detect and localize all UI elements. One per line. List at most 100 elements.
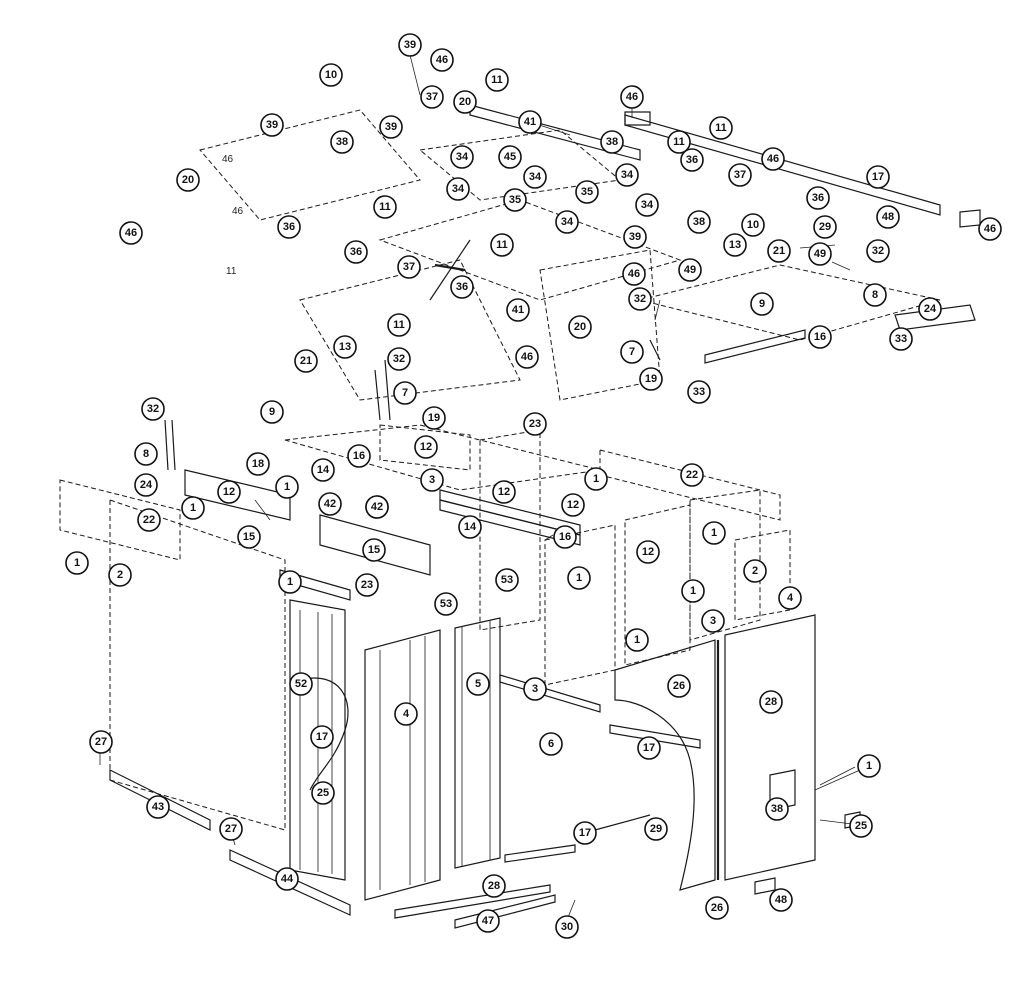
callout-circle	[625, 628, 649, 652]
callout-49: 49	[808, 242, 832, 266]
callout-20: 20	[176, 168, 200, 192]
callout-46: 46	[761, 147, 785, 171]
callout-label: 36	[283, 221, 295, 233]
callout-label: 41	[524, 116, 536, 128]
callout-circle	[430, 48, 454, 72]
callout-38: 38	[600, 130, 624, 154]
callout-11: 11	[485, 68, 509, 92]
callout-label: 47	[482, 915, 494, 927]
callout-circle	[806, 186, 830, 210]
callout-12: 12	[217, 480, 241, 504]
callout-label: 49	[814, 248, 826, 260]
callout-circle	[347, 444, 371, 468]
callout-label: 32	[147, 403, 159, 415]
callout-circle	[765, 797, 789, 821]
callout-circle	[89, 730, 113, 754]
callout-label: 46	[628, 268, 640, 280]
callout-label: 3	[429, 474, 435, 486]
callout-label: 27	[225, 823, 237, 835]
callout-label: 22	[143, 514, 155, 526]
callout-circle	[450, 275, 474, 299]
callout-label: 11	[673, 136, 685, 148]
callout-21: 21	[767, 239, 791, 263]
callout-circle	[622, 262, 646, 286]
callout-11: 11	[667, 130, 691, 154]
callout-circle	[667, 674, 691, 698]
callout-label: 34	[452, 183, 465, 195]
callout-label: 11	[393, 319, 405, 331]
callout-circle	[866, 165, 890, 189]
callout-label: 1	[287, 576, 293, 588]
callout-circle	[813, 215, 837, 239]
callout-circle	[146, 795, 170, 819]
callout-label: 36	[686, 154, 698, 166]
callout-label: 36	[456, 281, 468, 293]
callout-48: 48	[769, 888, 793, 912]
callout-circle	[702, 521, 726, 545]
callout-label: 1	[866, 760, 872, 772]
callout-7: 7	[620, 340, 644, 364]
callout-label: 39	[404, 39, 416, 51]
callout-48: 48	[876, 205, 900, 229]
callout-circle	[134, 473, 158, 497]
callout-36: 36	[277, 215, 301, 239]
callout-11: 11	[709, 116, 733, 140]
callout-circle	[176, 168, 200, 192]
callout-circle	[701, 609, 725, 633]
callout-36: 36	[450, 275, 474, 299]
callout-label: 49	[684, 264, 696, 276]
callout-label: 2	[117, 569, 123, 581]
callout-label: 34	[561, 216, 574, 228]
callout-circle	[575, 180, 599, 204]
callout-circle	[561, 493, 585, 517]
callout-circle	[808, 325, 832, 349]
callout-circle	[705, 896, 729, 920]
callout-label: 1	[690, 585, 696, 597]
callout-17: 17	[866, 165, 890, 189]
callout-label: 38	[606, 136, 618, 148]
callout-label: 1	[190, 502, 196, 514]
callout-circle	[294, 349, 318, 373]
callout-36: 36	[344, 240, 368, 264]
callout-label: 21	[773, 245, 785, 257]
callout-label: 36	[350, 246, 362, 258]
callout-25: 25	[849, 814, 873, 838]
callout-label: 1	[593, 473, 599, 485]
callout-32: 32	[866, 239, 890, 263]
callout-label: 20	[182, 174, 194, 186]
callout-circle	[422, 406, 446, 430]
callout-label: 53	[440, 598, 452, 610]
callout-circle	[492, 480, 516, 504]
callout-12: 12	[561, 493, 585, 517]
callout-circle	[637, 736, 661, 760]
callout-12: 12	[492, 480, 516, 504]
callout-label: 11	[491, 74, 503, 86]
callout-label: 15	[368, 544, 380, 556]
callout-circle	[620, 85, 644, 109]
callout-4: 4	[394, 702, 418, 726]
callout-circle	[420, 468, 444, 492]
callout-23: 23	[523, 412, 547, 436]
callout-label: 32	[634, 293, 646, 305]
callout-circle	[687, 210, 711, 234]
callout-label: 5	[475, 678, 481, 690]
callout-circle	[709, 116, 733, 140]
callout-46: 46	[978, 217, 1002, 241]
callout-circle	[260, 400, 284, 424]
callout-circle	[387, 313, 411, 337]
callout-label: 1	[634, 634, 640, 646]
callout-label: 20	[574, 321, 586, 333]
callout-label: 37	[403, 261, 415, 273]
callout-label: 35	[581, 186, 593, 198]
callout-label: 8	[143, 448, 149, 460]
callout-20: 20	[568, 315, 592, 339]
callout-49: 49	[678, 258, 702, 282]
callout-circle	[466, 672, 490, 696]
callout-circle	[277, 215, 301, 239]
callout-label: 34	[456, 151, 469, 163]
callout-label: 29	[650, 823, 662, 835]
callout-9: 9	[260, 400, 284, 424]
callout-circle	[515, 345, 539, 369]
callout-11: 11	[373, 195, 397, 219]
